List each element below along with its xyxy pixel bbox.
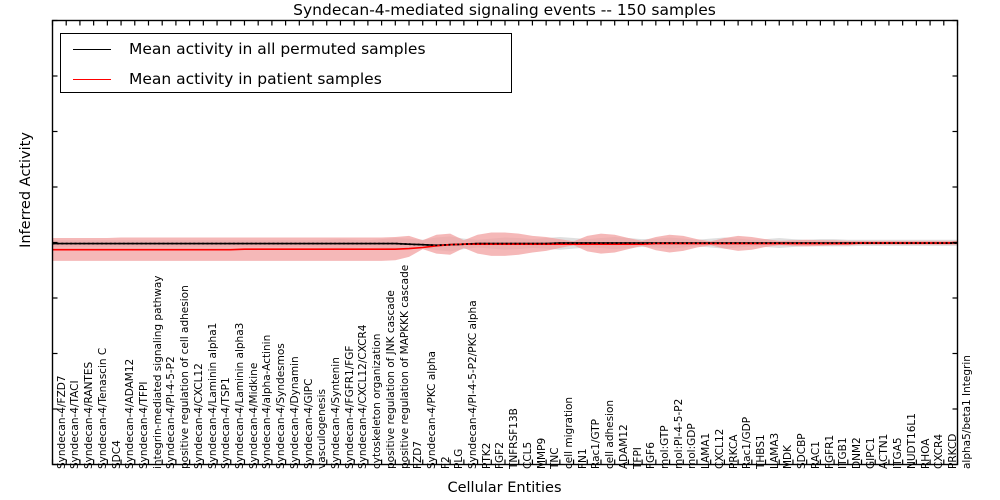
x-tick-label: Syndecan-4/RANTES xyxy=(83,361,96,469)
x-tick-label: F2 xyxy=(439,455,452,469)
x-tick-label: Syndecan-4/TSP1 xyxy=(220,376,233,469)
x-tick-label: ITGB1 xyxy=(837,436,850,469)
band-patient-band xyxy=(52,232,958,261)
x-tick-label: Syndecan-4/FGFR1/FGF xyxy=(343,345,356,469)
legend-item-permuted: Mean activity in all permuted samples xyxy=(61,34,511,64)
x-tick-label: Syndecan-4/CXCL12/CXCR4 xyxy=(357,324,370,469)
x-tick-label: FGF2 xyxy=(494,441,507,469)
x-tick-label: LAMA1 xyxy=(700,432,713,469)
x-tick-label: FZD7 xyxy=(412,440,425,469)
x-tick-label: ACTN1 xyxy=(878,433,891,469)
x-tick-label: Syndecan-4/Laminin alpha1 xyxy=(206,322,219,469)
x-tick-label: positive regulation of JNK cascade xyxy=(384,289,397,469)
x-tick-label: mol:PI-4-5-P2 xyxy=(672,398,685,469)
x-tick-label: alpha5/beta1 Integrin xyxy=(960,354,973,469)
x-tick-label: Syndecan-4/GIPC xyxy=(302,378,315,469)
legend-label-permuted: Mean activity in all permuted samples xyxy=(129,40,426,58)
x-tick-label: RHOA xyxy=(919,438,932,469)
legend-label-patient: Mean activity in patient samples xyxy=(129,70,382,88)
x-tick-label: SDC4 xyxy=(110,439,123,469)
x-tick-label: PRKCA xyxy=(727,434,740,469)
x-tick-label: ADAM12 xyxy=(617,423,630,469)
x-tick-label: NUDT16L1 xyxy=(905,412,918,469)
x-tick-label: mol:GDP xyxy=(686,422,699,469)
x-tick-label: TNFRSF13B xyxy=(508,407,521,469)
x-tick-label: Syndecan-4/PI-4-5-P2/PKC alpha xyxy=(467,299,480,469)
x-tick-label: MDK xyxy=(782,444,795,469)
legend-item-patient: Mean activity in patient samples xyxy=(61,64,511,94)
x-tick-label: LAMA3 xyxy=(768,432,781,469)
legend-swatch-patient xyxy=(73,78,111,80)
x-tick-label: Syndecan-4/PKC alpha xyxy=(425,350,438,469)
x-tick-label: Syndecan-4/Dynamin xyxy=(288,355,301,469)
chart-legend: Mean activity in all permuted samples Me… xyxy=(60,33,512,93)
x-tick-label: FGF6 xyxy=(645,441,658,469)
x-axis-label: Cellular Entities xyxy=(447,480,562,496)
x-tick-label: positive regulation of cell adhesion xyxy=(179,284,192,469)
x-tick-label: THBS1 xyxy=(755,433,768,469)
x-tick-label: PLG xyxy=(453,448,466,469)
x-tick-label: Syndecan-4/ADAM12 xyxy=(124,358,137,469)
x-tick-label: PTK2 xyxy=(480,442,493,469)
x-tick-label: mol:GTP xyxy=(659,424,672,469)
x-tick-label: FGFR1 xyxy=(823,434,836,469)
x-tick-label: CXCL12 xyxy=(713,428,726,469)
x-tick-label: cell migration xyxy=(563,396,576,469)
x-tick-label: cytoskeleton organization xyxy=(371,333,384,469)
x-tick-label: Syndecan-4/TACI xyxy=(69,379,82,469)
x-tick-label: RAC1 xyxy=(809,440,822,469)
x-tick-label: Syndecan-4/Syndesmos xyxy=(275,342,288,469)
x-tick-label: Syndecan-4/TFPI xyxy=(137,381,150,469)
x-tick-label: TFPI xyxy=(631,446,644,469)
x-tick-label: Syndecan-4/FZD7 xyxy=(55,374,68,469)
chart-title: Syndecan-4-mediated signaling events -- … xyxy=(293,1,716,19)
x-tick-label: DNM2 xyxy=(851,436,863,469)
x-tick-label: Syndecan-4/PI-4-5-P2 xyxy=(165,355,178,469)
x-tick-label: Syndecan-4/Tenascin C xyxy=(96,347,109,469)
x-tick-label: GIPC1 xyxy=(864,436,877,469)
x-tick-label: TNC xyxy=(549,446,562,469)
x-tick-label: Syndecan-4/Midkine xyxy=(247,362,260,469)
x-tick-label: Rac1/GTP xyxy=(590,418,603,469)
x-tick-label: Syndecan-4/Laminin alpha3 xyxy=(233,322,246,469)
x-tick-label: MMP9 xyxy=(535,437,548,469)
x-tick-label: Syndecan-4/Syntenin xyxy=(329,356,342,469)
x-tick-label: ITGA5 xyxy=(892,436,905,469)
x-tick-label: integrin-mediated signaling pathway xyxy=(151,274,164,469)
legend-swatch-permuted xyxy=(73,48,111,50)
x-tick-label: Syndecan-4/alpha-Actinin xyxy=(261,334,274,469)
x-tick-label: CXCR4 xyxy=(933,433,946,469)
x-tick-label: Syndecan-4/CXCL12 xyxy=(192,362,205,469)
x-tick-label: SDCBP xyxy=(796,432,809,469)
x-tick-label: Rac1/GDP xyxy=(741,416,754,469)
x-tick-label: vasculogenesis xyxy=(316,388,329,469)
series-line-0-dots xyxy=(52,242,958,247)
x-tick-label: CCL5 xyxy=(521,441,534,469)
x-tick-label: FN1 xyxy=(576,447,589,469)
x-tick-label: cell adhesion xyxy=(604,399,617,469)
x-tick-label: PRKCD xyxy=(946,433,959,469)
x-tick-label: positive regulation of MAPKKK cascade xyxy=(398,264,411,469)
